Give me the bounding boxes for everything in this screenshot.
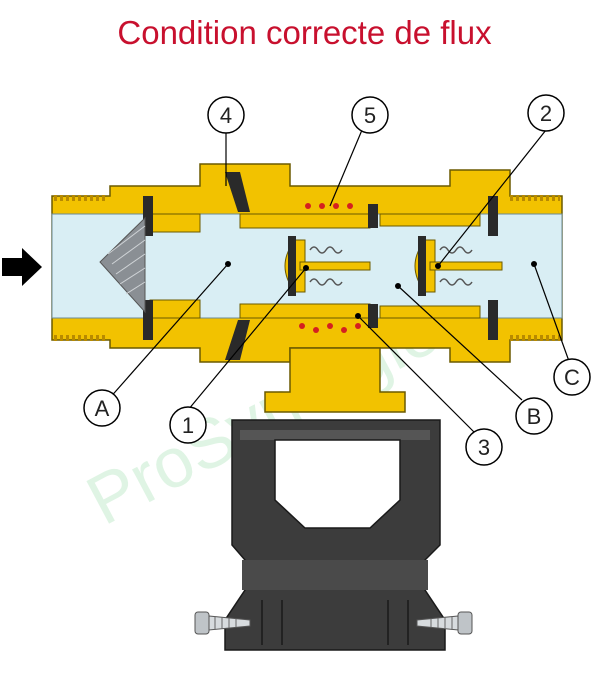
svg-text:B: B <box>527 404 542 429</box>
svg-text:5: 5 <box>364 103 376 128</box>
callout-2: 2 <box>527 94 565 132</box>
svg-text:4: 4 <box>220 103 232 128</box>
check-valve-1 <box>284 236 371 296</box>
page-title: Condition correcte de flux <box>117 14 492 51</box>
relief-spring-dots <box>299 203 361 333</box>
arrow-right-icon <box>2 248 42 286</box>
screw-right <box>416 611 473 635</box>
svg-text:A: A <box>95 396 110 421</box>
check-valve-2 <box>414 236 503 296</box>
svg-text:3: 3 <box>478 435 490 460</box>
callout-3: 3 <box>465 428 503 466</box>
svg-text:2: 2 <box>540 101 552 126</box>
svg-text:C: C <box>564 365 580 390</box>
svg-text:1: 1 <box>182 413 194 438</box>
strainer-mesh <box>99 216 146 314</box>
callout-5: 5 <box>351 96 389 134</box>
callout-A: A <box>83 389 121 427</box>
callout-1: 1 <box>169 406 207 444</box>
anchor-dots <box>225 261 537 319</box>
drain-outlet <box>264 347 406 413</box>
drain-funnel <box>224 419 446 651</box>
callout-C: C <box>553 358 591 396</box>
leader-lines <box>107 129 571 433</box>
screw-left <box>194 611 251 635</box>
callout-B: B <box>515 397 553 435</box>
callout-4: 4 <box>207 96 245 134</box>
